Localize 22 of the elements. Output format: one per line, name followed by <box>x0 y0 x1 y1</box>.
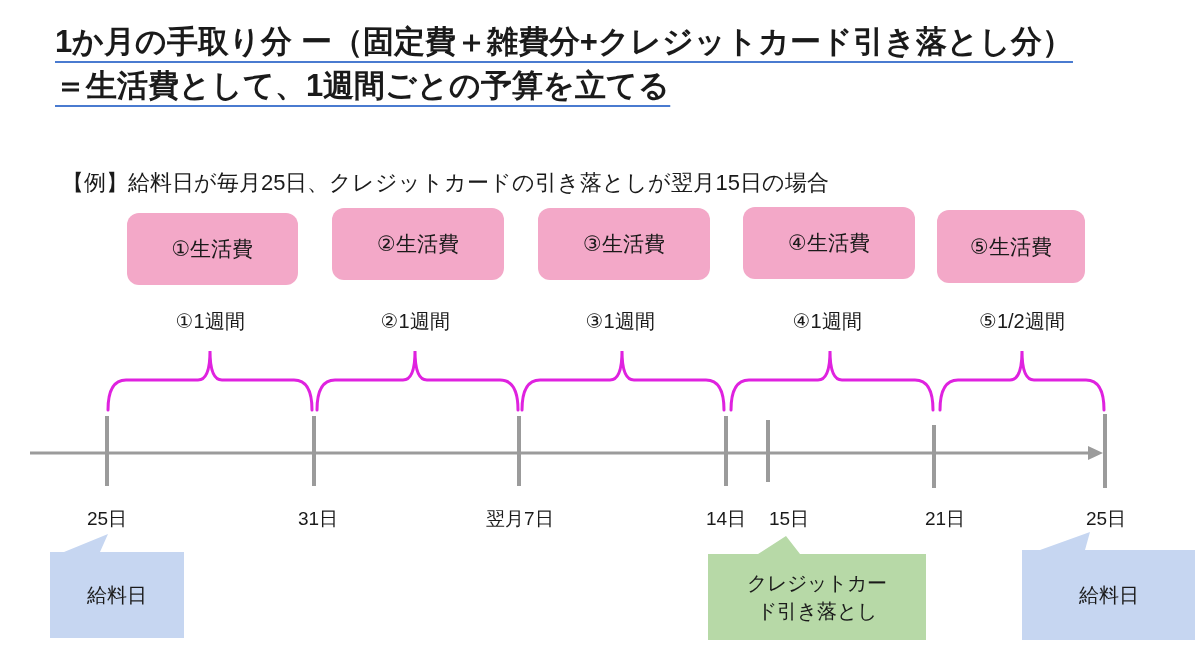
date-label: 25日 <box>1086 507 1127 531</box>
title-text: 1か月の手取り分 ー（固定費＋雑費分+クレジットカード引き落とし分）＝生活費として、1週間ごとの予算を立てる <box>55 23 1074 105</box>
budget-box: ②生活費 <box>332 208 504 280</box>
date-label: 15日 <box>769 507 810 531</box>
budget-box: ①生活費 <box>127 213 298 285</box>
date-label: 31日 <box>298 507 339 531</box>
period-label: ④1週間 <box>792 309 862 334</box>
speech-callout: クレジットカード引き落とし <box>708 536 926 640</box>
budget-box: ④生活費 <box>743 207 915 279</box>
date-label: 翌月7日 <box>486 507 554 531</box>
period-label: ②1週間 <box>380 309 450 334</box>
period-label: ⑤1/2週間 <box>979 309 1065 334</box>
budget-box: ③生活費 <box>538 208 710 280</box>
speech-callout: 給料日 <box>50 534 184 638</box>
date-label: 21日 <box>925 507 966 531</box>
period-label: ①1週間 <box>175 309 245 334</box>
date-label: 14日 <box>706 507 747 531</box>
speech-callout: 給料日 <box>1022 532 1195 640</box>
period-label: ③1週間 <box>585 309 655 334</box>
date-label: 25日 <box>87 507 128 531</box>
budget-box: ⑤生活費 <box>937 210 1085 283</box>
example-note: 【例】給料日が毎月25日、クレジットカードの引き落としが翌月15日の場合 <box>62 169 829 197</box>
